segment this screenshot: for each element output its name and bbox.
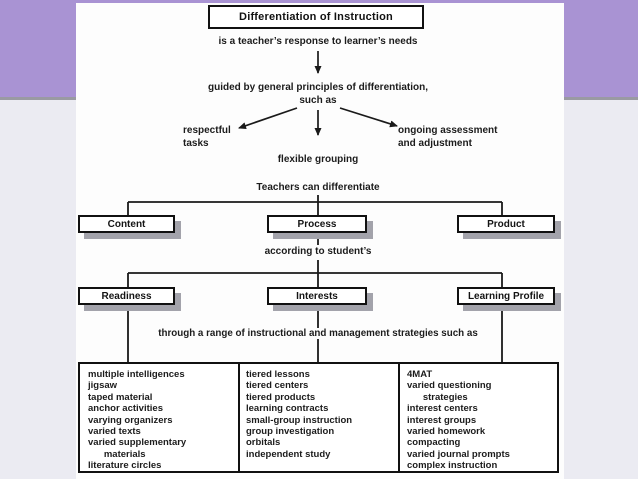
- title-text: Differentiation of Instruction: [239, 11, 393, 23]
- principles-text: guided by general principles of differen…: [207, 82, 429, 106]
- differentiate-text: Teachers can differentiate: [256, 182, 380, 193]
- box-interests: Interests: [267, 287, 367, 305]
- box-content: Content: [78, 215, 175, 233]
- strategies-box: multiple intelligences jigsaw taped mate…: [78, 362, 559, 473]
- strategies-column-2: tiered lessons tiered centers tiered pro…: [246, 369, 353, 460]
- box-learning-profile: Learning Profile: [457, 287, 555, 305]
- strategies-intro-text: through a range of instructional and man…: [155, 328, 481, 339]
- box-product: Product: [457, 215, 555, 233]
- according-text: according to student’s: [264, 246, 372, 257]
- column-divider-1: [238, 364, 240, 471]
- strategies-column-1: multiple intelligences jigsaw taped mate…: [88, 369, 187, 472]
- title-box: Differentiation of Instruction: [208, 5, 424, 29]
- box-readiness: Readiness: [78, 287, 175, 305]
- column-divider-2: [398, 364, 400, 471]
- strategies-column-3: 4MAT varied questioning strategies inter…: [407, 369, 510, 472]
- connector-lines: [127, 51, 503, 363]
- diagram-page: Differentiation of Instruction is a teac…: [76, 3, 564, 479]
- principle-flexible-grouping: flexible grouping: [277, 154, 359, 165]
- intro-text: is a teacher’s response to learner’s nee…: [218, 36, 418, 47]
- strategies-intro: through a range of instructional and man…: [76, 323, 560, 341]
- principle-respectful-tasks: respectful tasks: [183, 125, 231, 149]
- box-process: Process: [267, 215, 367, 233]
- principle-ongoing-assessment: ongoing assessment and adjustment: [398, 125, 498, 149]
